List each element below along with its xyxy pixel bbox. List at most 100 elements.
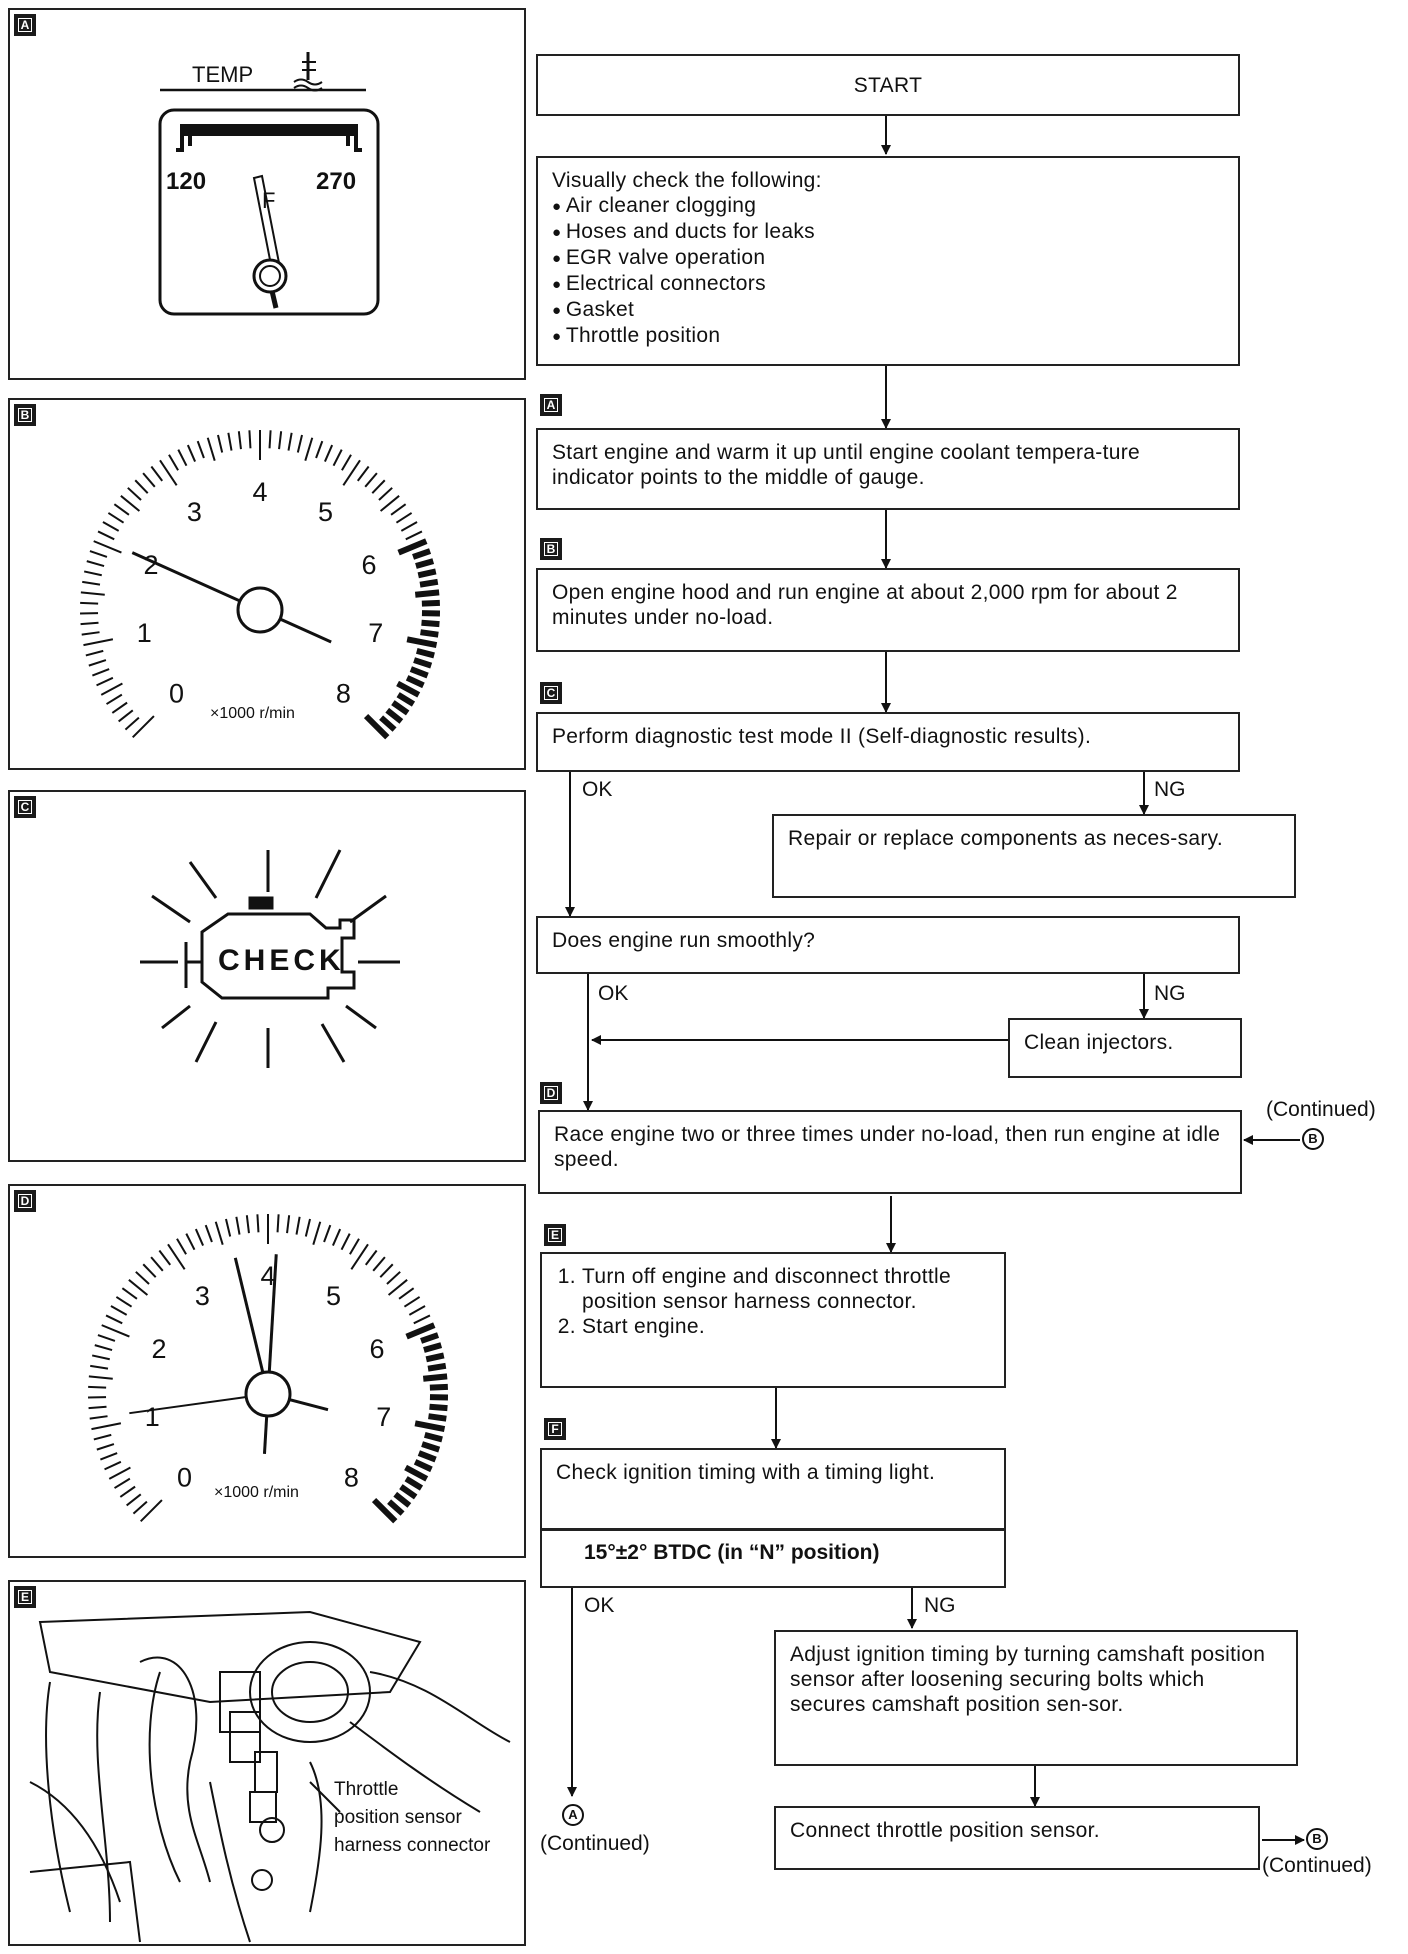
flow-runs-smoothly: Does engine run smoothly? xyxy=(536,916,1240,974)
tach-tick xyxy=(81,631,100,636)
tach-tick xyxy=(88,659,107,667)
tach-tick xyxy=(356,465,370,482)
step-a-tag: A xyxy=(540,394,562,416)
tach-tick xyxy=(363,713,390,740)
tach-tick xyxy=(405,1322,436,1340)
tach-tick xyxy=(105,1314,123,1325)
tps-callout-line1: Throttle xyxy=(334,1779,399,1800)
step-c-ng-label: NG xyxy=(1154,778,1186,801)
tach-tick xyxy=(124,716,140,731)
continued-label-b-in: (Continued) xyxy=(1266,1098,1376,1121)
tach-tick xyxy=(385,707,404,724)
tach-tick xyxy=(404,1476,424,1491)
tach-tick xyxy=(278,431,283,450)
tach-tick xyxy=(237,431,242,450)
tach-tick xyxy=(256,1214,260,1233)
tach-tick xyxy=(286,1215,291,1234)
step-f-ng-label: NG xyxy=(924,1594,956,1617)
tach-tick xyxy=(97,530,115,541)
tach-tick xyxy=(158,1249,172,1266)
tach-tick-label: 4 xyxy=(252,477,267,507)
tach-tick xyxy=(248,430,252,449)
tach-tick xyxy=(378,487,393,501)
panel-c-check-lamp: C CHECK xyxy=(8,790,526,1162)
tach-tick-label: 6 xyxy=(362,550,377,580)
visual-check-item: Air cleaner clogging xyxy=(552,193,1224,219)
temp-title: TEMP xyxy=(192,62,254,87)
tach-tick xyxy=(96,676,114,687)
tach-tick xyxy=(235,1216,241,1235)
tach-tick xyxy=(400,521,418,532)
tach-tick xyxy=(88,1375,113,1380)
tach-tick xyxy=(217,434,224,453)
tach-tick xyxy=(371,1497,398,1524)
tach-tick xyxy=(349,1238,360,1255)
visual-check-item: EGR valve operation xyxy=(552,245,1224,271)
tach-tick xyxy=(134,479,149,494)
tach-tick-label: 4 xyxy=(260,1261,275,1291)
tach-tick xyxy=(168,454,179,471)
tach-tick xyxy=(393,1491,412,1508)
tach-tick xyxy=(142,472,156,488)
tach-tick xyxy=(176,1238,187,1255)
tach-tick xyxy=(390,503,407,516)
tach-tick xyxy=(194,1228,204,1246)
tach-tick xyxy=(214,1221,224,1246)
tach-tick xyxy=(404,1464,429,1482)
tach-hub xyxy=(244,1370,292,1418)
tach-tick xyxy=(111,701,128,714)
flow-step-a: Start engine and warm it up until engine… xyxy=(536,428,1240,510)
tach-b-unit: ×1000 r/min xyxy=(210,705,295,722)
tach-tick xyxy=(324,444,334,462)
tach-tick-label: 1 xyxy=(137,618,152,648)
tach-tick xyxy=(119,1485,136,1498)
flow-step-b: Open engine hood and run engine at about… xyxy=(536,568,1240,652)
panel-e-engine-illustration: E Throttle position sensor ha xyxy=(8,1580,526,1946)
tach-tick xyxy=(80,621,99,626)
tach-tick xyxy=(88,1385,107,1389)
step-e-tag: E xyxy=(544,1224,566,1246)
tach-tick-label: 5 xyxy=(326,1281,341,1311)
tach-tick xyxy=(100,1452,118,1461)
tach-tick xyxy=(114,1477,131,1489)
tach-tick xyxy=(287,432,293,451)
tach-tick xyxy=(225,1218,232,1237)
timing-spec: 15°±2° BTDC (in “N” position) xyxy=(540,1528,1006,1588)
tach-tick xyxy=(419,578,439,588)
tach-tick xyxy=(80,601,99,605)
tach-tick xyxy=(399,1484,418,1500)
tach-tick xyxy=(332,1228,342,1246)
tach-tick xyxy=(268,430,272,449)
tach-tick xyxy=(100,682,123,696)
check-lamp-text: CHECK xyxy=(218,944,345,977)
panel-d-tag: D xyxy=(14,1190,36,1212)
tach-tick xyxy=(83,570,102,577)
tach-tick xyxy=(120,495,141,512)
tach-tick xyxy=(91,1354,110,1361)
tach-tick xyxy=(97,1334,116,1342)
tach-tick xyxy=(364,472,378,488)
tach-tick xyxy=(227,432,233,451)
panel-a-tag: A xyxy=(14,14,36,36)
temp-needle-label: F xyxy=(262,188,276,213)
tach-tick xyxy=(110,1305,128,1316)
check-engine-icon xyxy=(140,849,400,1068)
tach-tick xyxy=(429,1403,448,1412)
tach-tick xyxy=(371,479,386,494)
tach-tick xyxy=(121,1287,138,1300)
tach-tick xyxy=(89,550,108,558)
flow-repair: Repair or replace components as neces-sa… xyxy=(772,814,1296,898)
tach-tick xyxy=(88,1405,107,1410)
tach-tick xyxy=(104,1460,122,1471)
tach-tick xyxy=(177,449,188,467)
tach-tick xyxy=(186,444,196,462)
tach-tick xyxy=(403,1296,421,1308)
tach-tick xyxy=(415,558,435,569)
tach-tick-label: 5 xyxy=(318,497,333,527)
panel-a-temp-gauge: A TEMP 120 270 F xyxy=(8,8,526,380)
tach-tick xyxy=(397,538,428,556)
tach-tick xyxy=(398,1287,415,1300)
tach-hub xyxy=(236,586,284,634)
